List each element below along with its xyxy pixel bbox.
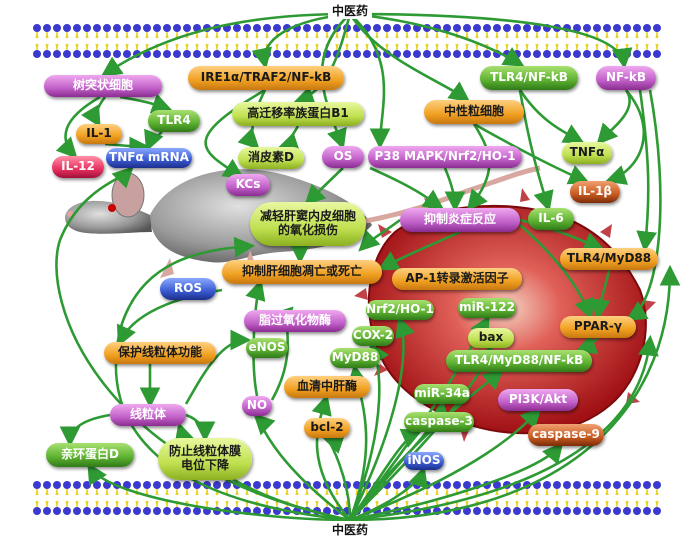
node-cyclophilin-d: 亲环蛋白D xyxy=(46,443,134,467)
edge-arrow xyxy=(185,413,216,443)
edge-arrow xyxy=(87,462,351,522)
edge-arrow xyxy=(253,413,351,522)
node-lsec-oxidative: 减轻肝窦内皮细胞的氧化损伤 xyxy=(250,202,366,246)
node-anti-inflammation: 抑制炎症反应 xyxy=(400,208,520,232)
edge-arrow xyxy=(518,89,585,144)
edge-arrow xyxy=(55,95,101,159)
edge-arrow xyxy=(349,264,681,522)
edge-arrow xyxy=(473,122,590,185)
node-dendritic-cell: 树突状细胞 xyxy=(44,75,162,97)
node-tlr4: TLR4 xyxy=(148,110,200,132)
node-nfkb: NF-kB xyxy=(596,66,656,90)
edge-arrow xyxy=(81,96,107,128)
node-caspase9: caspase-9 xyxy=(528,424,604,446)
edge-arrow xyxy=(349,334,659,522)
node-inos: iNOS xyxy=(404,452,444,470)
node-prevent-mmp-drop: 防止线粒体膜电位下降 xyxy=(158,438,252,480)
node-enos: eNOS xyxy=(246,338,288,358)
edge-arrow xyxy=(100,12,351,77)
node-inhibit-apoptosis: 抑制肝细胞凋亡或死亡 xyxy=(222,260,382,284)
node-ros: ROS xyxy=(160,278,216,300)
edge-arrow xyxy=(304,167,344,206)
node-p38-mapk: P38 MAPK/Nrf2/HO-1 xyxy=(368,146,522,168)
node-lipid-peroxidase: 脂过氧化物酶 xyxy=(244,310,346,332)
edge-arrow xyxy=(369,166,445,210)
node-il1b: IL-1β xyxy=(570,181,620,203)
edge-arrow xyxy=(348,13,471,103)
node-bcl2: bcl-2 xyxy=(304,418,350,438)
edge-arrow xyxy=(311,394,351,521)
node-caspase3: caspase-3 xyxy=(404,412,474,432)
edge-arrow xyxy=(144,128,164,152)
node-neutrophil: 中性粒细胞 xyxy=(424,100,524,124)
node-serum-liver-enzyme: 血清中肝酶 xyxy=(284,376,370,398)
node-pi3k-akt: PI3K/Akt xyxy=(498,389,578,411)
node-ap1: AP-1转录激活因子 xyxy=(392,268,522,290)
node-os: OS xyxy=(322,146,364,168)
node-il6: IL-6 xyxy=(528,208,574,230)
node-mitochondria: 线粒体 xyxy=(110,404,186,426)
node-cox2: COX-2 xyxy=(352,326,394,346)
node-ire1-traf2-nfkb: IRE1α/TRAF2/NF-kB xyxy=(188,66,344,90)
edge-arrow xyxy=(349,13,391,150)
node-ppar-gamma: PPAR-γ xyxy=(560,316,636,338)
node-protect-mitochondria: 保护线粒体功能 xyxy=(104,342,216,364)
edge-arrow xyxy=(245,279,266,397)
edge-arrow xyxy=(377,230,461,271)
node-kcs: KCs xyxy=(226,174,270,196)
node-myd88: MyD88 xyxy=(330,348,380,368)
edge-arrow xyxy=(184,329,252,405)
edge-arrow xyxy=(519,224,594,320)
node-mir34a: miR-34a xyxy=(414,384,470,404)
edge-arrow xyxy=(596,89,631,145)
node-tnfa-mrna: TNFα mRNA xyxy=(106,148,192,168)
node-bax: bax xyxy=(468,328,514,348)
node-no: NO xyxy=(242,396,272,416)
edge-arrow xyxy=(348,316,415,521)
edge-arrow xyxy=(349,407,542,522)
tcm-top-label: 中医药 xyxy=(328,2,373,19)
edge-arrow xyxy=(104,136,151,158)
edge-arrow xyxy=(349,12,633,70)
node-tlr4-myd88: TLR4/MyD88 xyxy=(560,248,658,270)
edge-arrow xyxy=(358,218,401,252)
edge-arrow xyxy=(575,334,599,354)
node-hmgb1: 高迁移率族蛋白B1 xyxy=(232,102,364,126)
node-tlr4-myd88-nfkb: TLR4/MyD88/NF-kB xyxy=(446,350,592,372)
edge-arrow xyxy=(589,269,611,321)
edge-arrow xyxy=(277,125,301,152)
edge-arrow xyxy=(605,89,645,185)
node-tlr4-nfkb: TLR4/NF-kB xyxy=(480,66,578,90)
node-il1: IL-1 xyxy=(76,124,122,144)
edge-arrow xyxy=(349,442,564,522)
edge-arrow xyxy=(237,89,267,150)
edge-arrow xyxy=(322,434,352,521)
edge-arrow xyxy=(349,12,525,67)
node-vitamin-d: 消皮素D xyxy=(238,147,304,169)
node-tnfa: TNFα xyxy=(562,142,612,164)
edge-arrow xyxy=(59,413,111,448)
node-mir122: miR-122 xyxy=(458,298,516,318)
node-nrf2-ho1: Nrf2/HO-1 xyxy=(366,300,434,320)
edge-arrow xyxy=(119,93,173,114)
edge-arrow xyxy=(636,89,657,253)
tcm-bottom-label: 中医药 xyxy=(328,521,373,538)
edge-arrow xyxy=(625,89,662,321)
node-il12: IL-12 xyxy=(52,156,104,178)
edge-arrow xyxy=(443,167,466,213)
